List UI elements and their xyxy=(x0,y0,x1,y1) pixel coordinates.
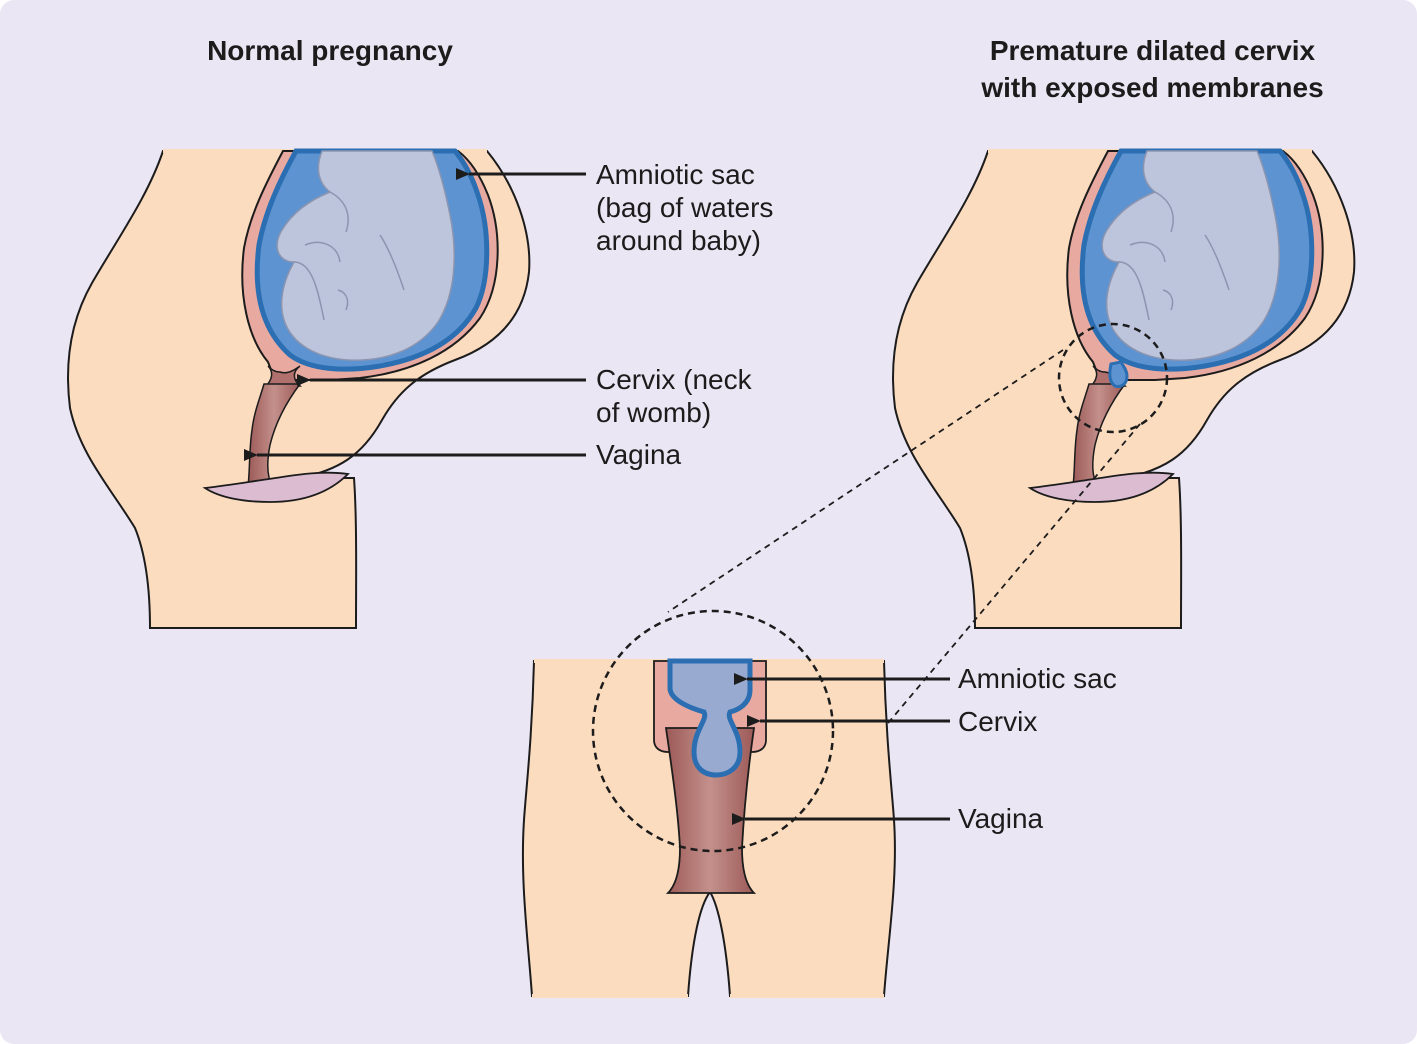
title-normal-pregnancy: Normal pregnancy xyxy=(207,35,453,66)
magnify-connector-left xyxy=(667,349,1064,613)
bulging-membrane xyxy=(1108,360,1129,388)
title-dilated-cervix: Premature dilated cervix with exposed me… xyxy=(930,32,1375,106)
label-vagina: Vagina xyxy=(596,439,682,470)
title-line-2: with exposed membranes xyxy=(981,72,1324,103)
magnify-large-circle xyxy=(591,609,835,853)
title-line-1: Premature dilated cervix xyxy=(989,35,1316,66)
closeup-illustration xyxy=(521,609,896,998)
label-closeup-amniotic-sac: Amniotic sac xyxy=(958,663,1117,694)
label-closeup-cervix: Cervix xyxy=(958,706,1038,737)
magnify-small-circle xyxy=(1057,322,1169,434)
closeup-amniotic-sac xyxy=(667,658,753,778)
normal-pregnancy-illustration xyxy=(68,151,529,628)
label-closeup-vagina: Vagina xyxy=(958,803,1044,834)
label-cervix: Cervix (neck of womb) xyxy=(596,364,752,428)
label-amniotic-sac: Amniotic sac (bag of waters around baby) xyxy=(596,159,774,256)
dilated-cervix-illustration xyxy=(893,151,1354,628)
